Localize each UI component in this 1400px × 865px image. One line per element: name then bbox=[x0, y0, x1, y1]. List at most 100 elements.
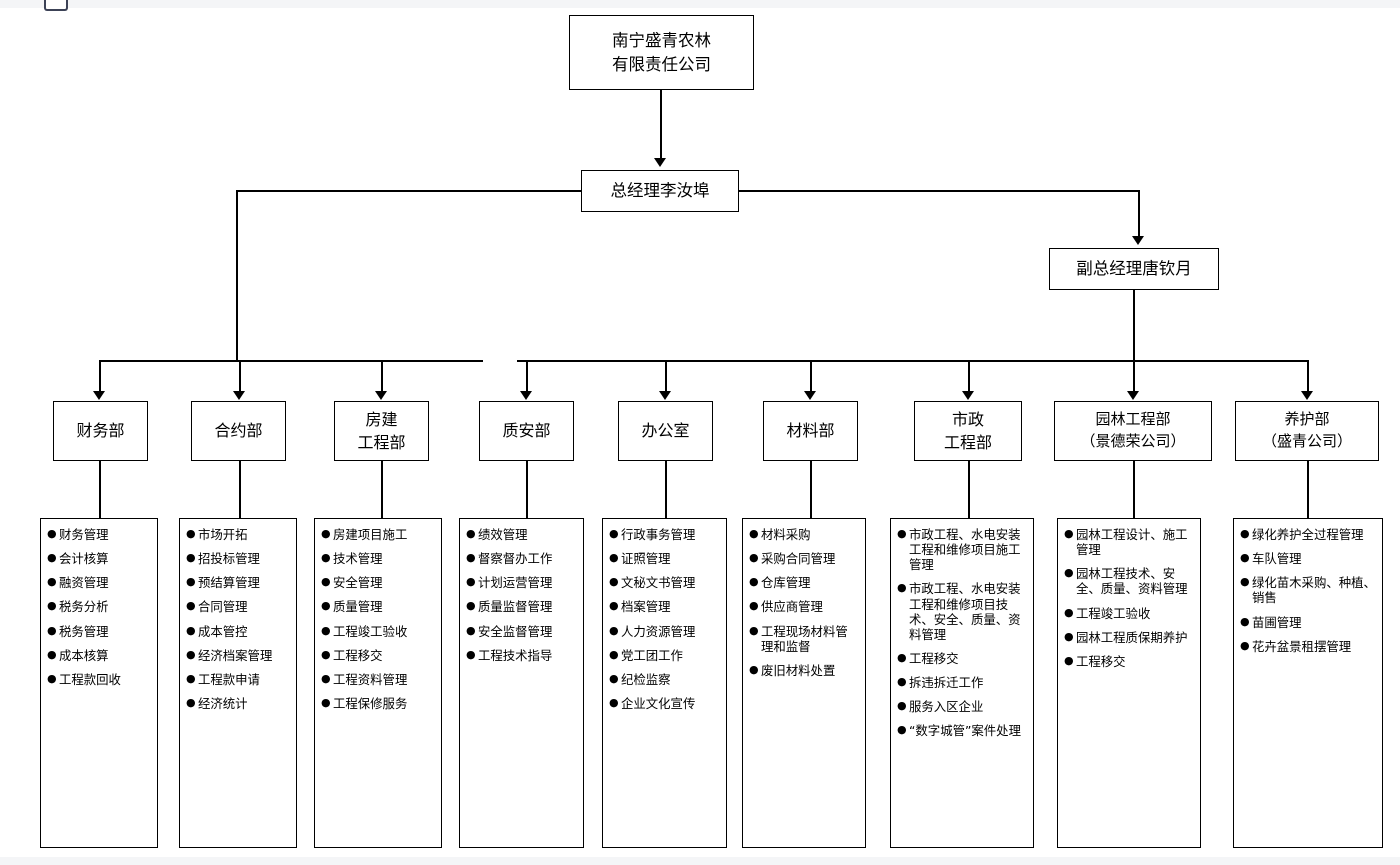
duty-label: 市政工程、水电安装工程和维修项目施工管理 bbox=[909, 527, 1021, 573]
duty-label: 技术管理 bbox=[333, 551, 383, 567]
duty-label: 园林工程设计、施工管理 bbox=[1076, 527, 1188, 558]
arrow-drop-finance bbox=[93, 391, 105, 400]
window-bottom-strip bbox=[0, 857, 1400, 865]
duty-label: 车队管理 bbox=[1252, 551, 1302, 567]
duty-label: 党工团工作 bbox=[621, 647, 683, 663]
browser-tab-icon[interactable] bbox=[44, 0, 68, 11]
connector-drop-materials bbox=[810, 360, 812, 395]
arrow-drop-building bbox=[375, 391, 387, 400]
duty-label: 工程资料管理 bbox=[333, 671, 408, 687]
bullet-icon: ● bbox=[186, 695, 196, 709]
connector-municipal-duties bbox=[968, 461, 970, 518]
root-company-line1: 南宁盛青农林 bbox=[612, 30, 711, 50]
duty-item: ●工程竣工验收 bbox=[321, 624, 436, 639]
duty-label: 人力资源管理 bbox=[621, 623, 696, 639]
duty-label: 房建项目施工 bbox=[333, 527, 408, 542]
arrow-drop-materials bbox=[804, 391, 816, 400]
bullet-icon: ● bbox=[1064, 566, 1074, 580]
duty-item: ●安全管理 bbox=[321, 575, 436, 590]
duty-item: ●仓库管理 bbox=[749, 575, 860, 590]
duty-item: ●工程保修服务 bbox=[321, 696, 436, 711]
arrow-drop-office bbox=[659, 391, 671, 400]
duties-box-quality-safety: ●绩效管理●督察督办工作●计划运营管理●质量监督管理●安全监督管理●工程技术指导 bbox=[459, 518, 584, 848]
connector-gm-to-deputy-v bbox=[1138, 190, 1140, 236]
duty-label: 仓库管理 bbox=[761, 575, 811, 591]
duty-label: 安全管理 bbox=[333, 575, 383, 591]
duty-label: 工程移交 bbox=[909, 650, 959, 666]
duty-label: 档案管理 bbox=[621, 599, 671, 615]
duty-item: ●经济档案管理 bbox=[186, 648, 291, 663]
duty-item: ●合同管理 bbox=[186, 599, 291, 614]
bullet-icon: ● bbox=[749, 575, 759, 589]
duty-item: ●园林工程质保期养护 bbox=[1064, 630, 1195, 645]
duty-label: 证照管理 bbox=[621, 551, 671, 567]
duty-label: 绿化养护全过程管理 bbox=[1252, 527, 1364, 542]
connector-gm-left-h bbox=[236, 190, 582, 192]
duty-label: 废旧材料处置 bbox=[761, 662, 836, 678]
duty-label: 文秘文书管理 bbox=[621, 575, 696, 591]
bullet-icon: ● bbox=[609, 551, 619, 565]
duty-label: 税务分析 bbox=[59, 599, 109, 615]
duties-list-finance: ●财务管理●会计核算●融资管理●税务分析●税务管理●成本核算●工程款回收 bbox=[47, 527, 152, 687]
bullet-icon: ● bbox=[897, 650, 907, 664]
bullet-icon: ● bbox=[47, 671, 57, 685]
duty-label: 工程现场材料管理和监督 bbox=[761, 623, 848, 654]
bullet-icon: ● bbox=[321, 575, 331, 589]
connector-landscape-duties bbox=[1133, 461, 1135, 518]
duty-item: ●工程现场材料管理和监督 bbox=[749, 624, 860, 654]
bullet-icon: ● bbox=[321, 695, 331, 709]
bullet-icon: ● bbox=[609, 527, 619, 540]
duty-item: ●苗圃管理 bbox=[1240, 615, 1377, 630]
duty-label: 市政工程、水电安装工程和维修项目技术、安全、质量、资料管理 bbox=[909, 581, 1021, 642]
duty-item: ●园林工程技术、安全、质量、资料管理 bbox=[1064, 566, 1195, 596]
duty-item: ●“数字城管”案件处理 bbox=[897, 723, 1028, 738]
bullet-icon: ● bbox=[749, 527, 759, 540]
duty-item: ●工程移交 bbox=[1064, 654, 1195, 669]
department-box-contract: 合约部 bbox=[191, 401, 286, 461]
connector-bus-left bbox=[99, 360, 483, 362]
duties-box-landscape-engineering: ●园林工程设计、施工管理●园林工程技术、安全、质量、资料管理●工程竣工验收●园林… bbox=[1057, 518, 1201, 848]
arrow-drop-quality bbox=[520, 391, 532, 400]
bullet-icon: ● bbox=[466, 575, 476, 589]
duty-item: ●工程款回收 bbox=[47, 672, 152, 687]
duty-label: 工程款回收 bbox=[59, 671, 121, 687]
department-box-maintenance: 养护部 （盛青公司） bbox=[1235, 401, 1379, 461]
duty-label: 合同管理 bbox=[198, 599, 248, 615]
duty-label: 纪检监察 bbox=[621, 671, 671, 687]
bullet-icon: ● bbox=[609, 671, 619, 685]
duty-label: 工程移交 bbox=[1076, 653, 1126, 669]
duty-label: 会计核算 bbox=[59, 551, 109, 567]
duty-item: ●拆违拆迁工作 bbox=[897, 675, 1028, 690]
bullet-icon: ● bbox=[321, 599, 331, 613]
department-box-office: 办公室 bbox=[618, 401, 713, 461]
duty-item: ●花卉盆景租摆管理 bbox=[1240, 639, 1377, 654]
bullet-icon: ● bbox=[1064, 629, 1074, 643]
connector-contract-duties bbox=[239, 461, 241, 518]
duty-item: ●绩效管理 bbox=[466, 527, 578, 542]
duty-item: ●工程资料管理 bbox=[321, 672, 436, 687]
department-subtitle-landscape-engineering: （景德荣公司） bbox=[1080, 432, 1186, 450]
duties-box-maintenance: ●绿化养护全过程管理●车队管理●绿化苗木采购、种植、销售●苗圃管理●花卉盆景租摆… bbox=[1233, 518, 1383, 848]
bullet-icon: ● bbox=[47, 599, 57, 613]
bullet-icon: ● bbox=[897, 527, 907, 540]
bullet-icon: ● bbox=[1240, 614, 1250, 628]
duty-item: ●工程移交 bbox=[897, 651, 1028, 666]
bullet-icon: ● bbox=[897, 675, 907, 688]
duty-label: 经济档案管理 bbox=[198, 647, 273, 663]
bullet-icon: ● bbox=[897, 723, 907, 737]
duty-label: 成本核算 bbox=[59, 647, 109, 663]
connector-quality-duties bbox=[526, 461, 528, 518]
duty-label: 安全监督管理 bbox=[478, 623, 553, 639]
duty-label: 经济统计 bbox=[198, 695, 248, 711]
bullet-icon: ● bbox=[609, 647, 619, 661]
duty-label: 质量监督管理 bbox=[478, 599, 553, 615]
duty-label: 税务管理 bbox=[59, 623, 109, 639]
department-title-office: 办公室 bbox=[641, 421, 690, 441]
department-subtitle-building-engineering: 工程部 bbox=[357, 433, 406, 452]
duty-item: ●质量管理 bbox=[321, 599, 436, 614]
root-company-box: 南宁盛青农林 有限责任公司 bbox=[569, 15, 754, 90]
duties-box-office: ●行政事务管理●证照管理●文秘文书管理●档案管理●人力资源管理●党工团工作●纪检… bbox=[602, 518, 727, 848]
bullet-icon: ● bbox=[609, 695, 619, 709]
duty-label: 园林工程质保期养护 bbox=[1076, 629, 1188, 645]
